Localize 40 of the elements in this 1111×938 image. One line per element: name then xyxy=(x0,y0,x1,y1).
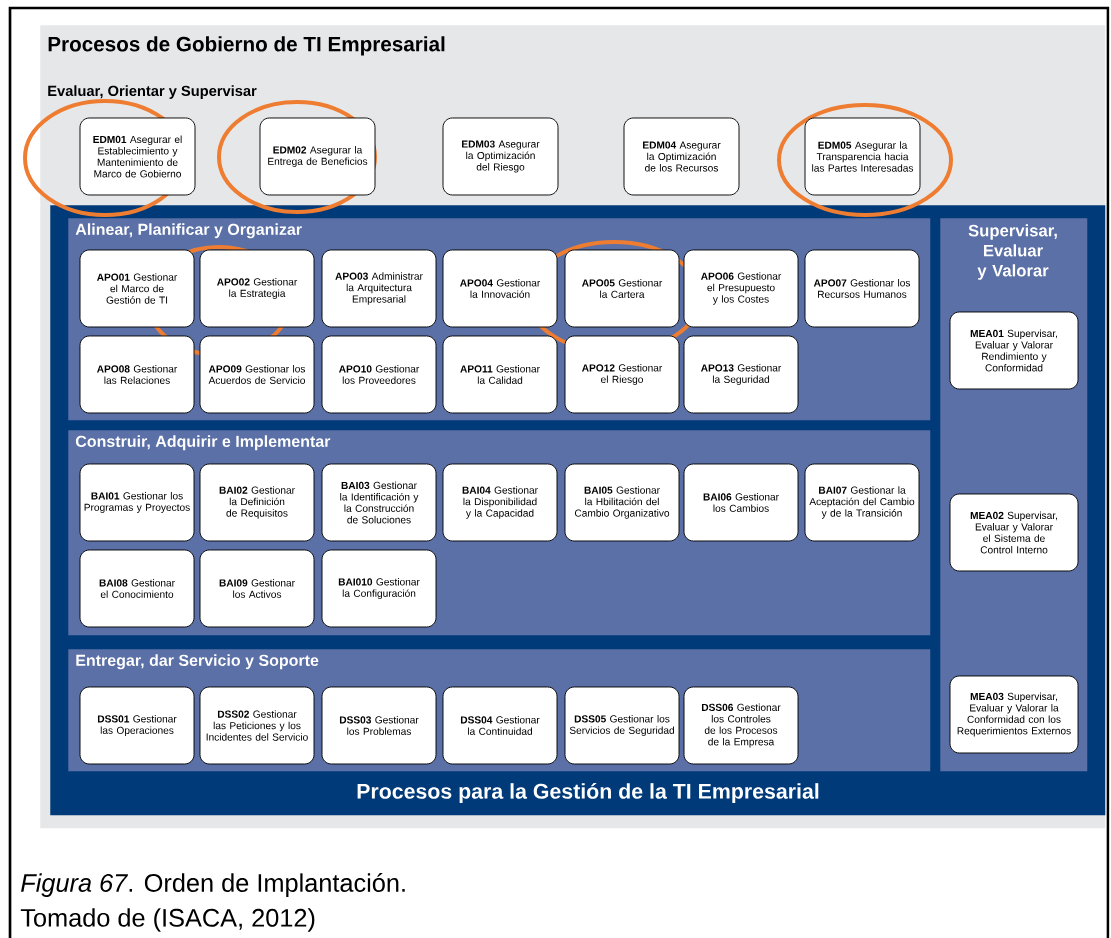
process-box: BAI02 Gestionar la Definición de Requisitos xyxy=(199,463,315,542)
process-box: BAI06 Gestionar los Cambios xyxy=(683,463,799,542)
process-box: DSS01 Gestionar las Operaciones xyxy=(79,686,195,765)
process-box: BAI01 Gestionar los Programas y Proyectos xyxy=(79,463,195,542)
process-box: BAI09 Gestionar los Activos xyxy=(199,549,315,628)
process-box: BAI08 Gestionar el Conocimiento xyxy=(79,549,195,628)
process-box: APO01 Gestionar el Marco de Gestión de TI xyxy=(79,249,195,328)
process-box: EDM02 Asegurar la Entrega de Beneficios xyxy=(259,117,376,196)
process-box: EDM04 Asegurar la Optimización de los Recursos xyxy=(623,117,740,196)
process-box: APO04 Gestionar la Innovación xyxy=(442,249,558,328)
process-box: APO07 Gestionar los Recursos Humanos xyxy=(804,249,920,328)
process-box: MEA01 Supervisar, Evaluar y Valorar Rendimiento y Conformidad xyxy=(949,311,1079,390)
process-box: MEA03 Supervisar, Evaluar y Valorar la Conformidad con los Requerimientos Externos xyxy=(949,675,1079,754)
process-box: APO11 Gestionar la Calidad xyxy=(442,335,558,414)
process-box: BAI04 Gestionar la Disponibilidad y la Capacidad xyxy=(442,463,558,542)
process-box: APO09 Gestionar los Acuerdos de Servicio xyxy=(199,335,315,414)
process-box: EDM01 Asegurar el Establecimiento y Mantenimiento de Marco de Gobierno xyxy=(79,117,196,196)
process-box: DSS04 Gestionar la Continuidad xyxy=(442,686,558,765)
process-box: APO02 Gestionar la Estrategia xyxy=(199,249,315,328)
process-box: APO10 Gestionar los Proveedores xyxy=(321,335,437,414)
process-box: APO05 Gestionar la Cartera xyxy=(564,249,680,328)
process-box: APO13 Gestionar la Seguridad xyxy=(683,335,799,414)
caption: Figura 67. Orden de Implantación. xyxy=(21,873,405,897)
process-box: EDM03 Asegurar la Optimización del Riesgo xyxy=(442,117,559,196)
process-box: BAI07 Gestionar la Aceptación del Cambio y de la Transición xyxy=(804,463,920,542)
process-box: APO06 Gestionar el Presupuesto y los Costes xyxy=(683,249,799,328)
process-box: EDM05 Asegurar la Transparencia hacia las Partes Interesadas xyxy=(804,117,921,196)
process-box: APO12 Gestionar el Riesgo xyxy=(564,335,680,414)
process-box: BAI05 Gestionar la Hbilitación del Cambio Organizativo xyxy=(564,463,680,542)
process-box: APO08 Gestionar las Relaciones xyxy=(79,335,195,414)
process-box: DSS02 Gestionar las Peticiones y los Incidentes del Servicio xyxy=(199,686,315,765)
process-box: DSS03 Gestionar los Problemas xyxy=(321,686,437,765)
process-box: APO03 Administrar la Arquitectura Empresarial xyxy=(321,249,437,328)
process-box: DSS06 Gestionar los Controles de los Procesos de la Empresa xyxy=(683,686,799,765)
source-note: Tomado de (ISACA, 2012) xyxy=(20,908,315,932)
process-box: DSS05 Gestionar los Servicios de Seguridad xyxy=(564,686,680,765)
process-box: MEA02 Supervisar, Evaluar y Valorar el Sistema de Control Interno xyxy=(949,493,1079,572)
process-box: BAI03 Gestionar la Identificación y la Construcción de Soluciones xyxy=(321,463,437,542)
process-box: BAI010 Gestionar la Configuración xyxy=(321,549,437,628)
title: Procesos de Gobierno de TI Empresarial xyxy=(48,36,445,56)
